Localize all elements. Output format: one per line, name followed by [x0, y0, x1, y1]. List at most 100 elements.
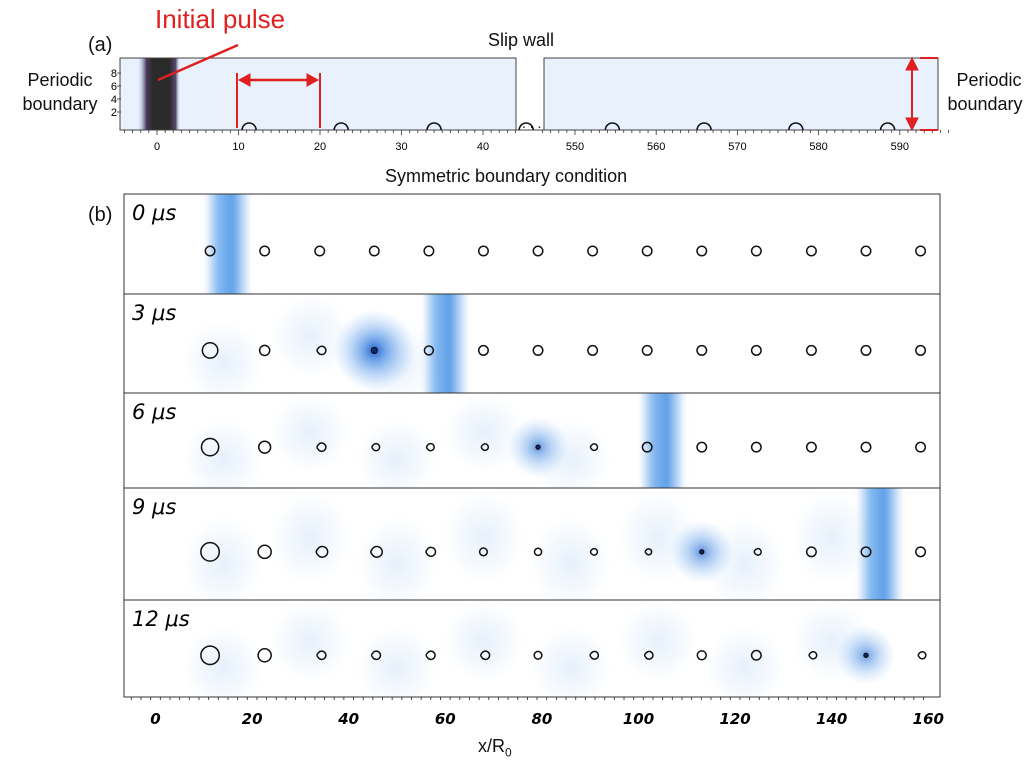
bubble-deformed: [808, 651, 818, 660]
bubble: [477, 245, 489, 257]
half-bubble: [333, 122, 349, 131]
scattered-haze: [617, 600, 698, 683]
y-tick-label: 2: [111, 107, 117, 119]
bubble-deformed: [589, 547, 599, 556]
scattered-haze: [183, 516, 264, 600]
bubble: [257, 648, 272, 663]
snapshot-time-label: 9 μs: [132, 495, 176, 519]
bubble: [258, 344, 271, 357]
x-axis-title: x/R0: [478, 736, 512, 760]
x-tick-label: 550: [566, 141, 584, 153]
bubble: [533, 650, 543, 660]
bubble: [805, 344, 817, 356]
snapshot-field: [124, 294, 940, 393]
bubble: [533, 547, 543, 557]
slip-wall-label: Slip wall: [488, 30, 555, 50]
x-tick-label: 580: [809, 141, 827, 153]
scattered-haze: [530, 516, 611, 600]
bubble: [696, 344, 708, 356]
initial-pulse-band: [138, 58, 180, 130]
snapshot-field: [124, 488, 940, 600]
bubble: [587, 344, 599, 356]
scattered-haze: [183, 626, 264, 697]
bubble: [368, 245, 380, 257]
y-tick-label: 6: [111, 81, 117, 93]
panel-b-label: (b): [88, 204, 113, 226]
snapshot-field: [124, 600, 940, 697]
left-boundary-label-line1: Periodic: [27, 70, 93, 90]
right-boundary-label-line1: Periodic: [956, 70, 1022, 90]
x-tick-label: 0: [154, 141, 160, 153]
bubble-deformed: [370, 545, 383, 558]
snapshot-field: [124, 194, 940, 294]
scattered-haze: [270, 294, 351, 379]
bubble-deformed: [315, 545, 329, 558]
x-tick-label: 120: [719, 710, 750, 728]
snapshot-field: [124, 393, 940, 488]
bubble: [200, 645, 221, 666]
x-tick-label: 60: [435, 710, 456, 728]
bubble: [696, 441, 708, 453]
x-tick-label: 30: [395, 141, 407, 153]
bubble: [641, 245, 653, 257]
right-boundary-label-line2: boundary: [947, 94, 1023, 114]
bubble-deformed: [425, 546, 437, 557]
scattered-haze: [791, 490, 872, 585]
bubble: [204, 245, 216, 257]
bubble: [423, 345, 435, 356]
bubble-deformed: [370, 650, 382, 661]
bubble: [915, 546, 927, 558]
bubble: [423, 245, 435, 257]
snapshot-time-label: 6 μs: [132, 400, 176, 424]
bubble: [860, 344, 872, 356]
bubble-deformed: [917, 651, 927, 660]
bubble-deformed: [753, 547, 762, 556]
pressure-pulse-band: [204, 194, 251, 294]
x-tick-label: 100: [623, 710, 654, 728]
scattered-haze: [183, 419, 264, 488]
pressure-pulse-band: [639, 393, 686, 488]
spacing-dimension: [236, 73, 321, 128]
x-tick-label: 80: [531, 710, 552, 728]
domain-gap-dots: . . .: [522, 115, 542, 131]
x-tick-label: 20: [242, 710, 263, 728]
snapshot-time-label: 3 μs: [132, 301, 176, 325]
bubble-deformed: [316, 650, 327, 661]
half-bubble: [518, 122, 534, 131]
x-tick-label: 10: [232, 141, 244, 153]
bubble: [750, 344, 762, 356]
half-bubble: [604, 122, 621, 131]
bubble-collapsing: [699, 549, 705, 555]
bubble: [860, 546, 872, 558]
bubble-collapsing: [863, 652, 869, 658]
bubble: [200, 437, 220, 457]
half-bubble: [879, 122, 896, 131]
symmetric-bc-label: Symmetric boundary condition: [385, 166, 628, 186]
x-tick-label: 160: [913, 710, 944, 728]
pressure-pulse-band: [857, 488, 903, 600]
bubble: [915, 441, 927, 453]
x-tick-label: 560: [647, 141, 665, 153]
bubble: [587, 245, 599, 257]
x-tick-label: 590: [891, 141, 909, 153]
bubble: [478, 547, 489, 557]
bubble: [750, 245, 762, 257]
bubble: [200, 541, 221, 562]
y-tick-label: 4: [111, 94, 117, 106]
bubble-deformed: [589, 650, 600, 660]
initial-pulse-label: Initial pulse: [155, 4, 286, 34]
y-tick-label: 8: [111, 68, 117, 80]
bubble: [915, 245, 927, 257]
panel-a-label: (a): [88, 34, 113, 56]
scattered-haze: [270, 490, 351, 585]
x-tick-label: 40: [337, 710, 359, 728]
half-bubble: [788, 122, 804, 131]
scattered-haze: [270, 393, 351, 474]
scattered-haze: [270, 600, 351, 683]
left-boundary-label-line2: boundary: [22, 94, 98, 114]
scattered-haze: [530, 626, 611, 697]
bubble-deformed: [480, 443, 490, 452]
